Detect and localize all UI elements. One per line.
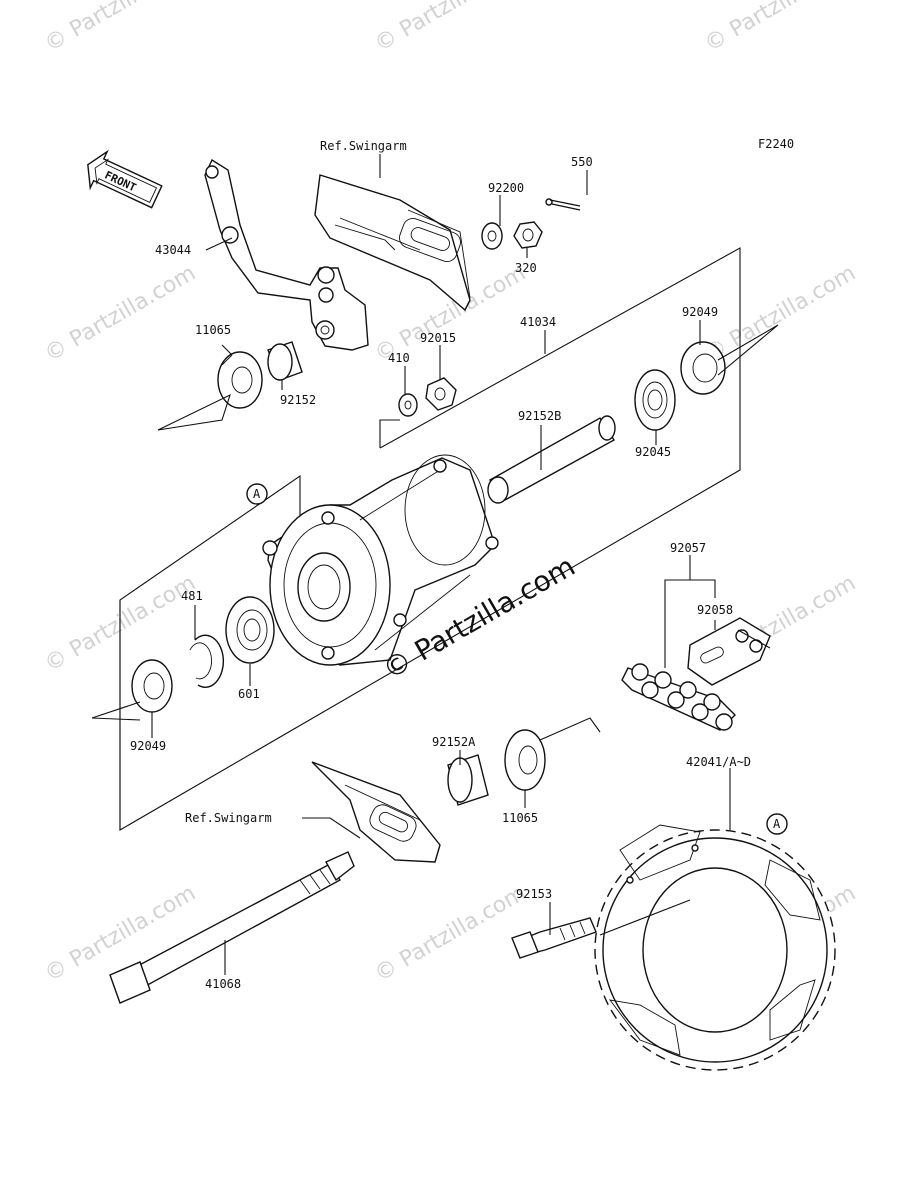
label-92045: 92045: [635, 445, 671, 459]
nut-92015: [425, 377, 457, 411]
collar-92152: [267, 341, 303, 381]
chain-92057: [621, 663, 736, 731]
master-link-92058: [687, 617, 771, 686]
watermark: © Partzilla.com: [41, 0, 201, 57]
rear-hub-41034: [262, 454, 499, 666]
dust-seal-11065-top: [217, 351, 263, 409]
spacer-92152B: [487, 415, 616, 504]
label-92049-bottom: 92049: [130, 739, 166, 753]
label-601: 601: [238, 687, 260, 701]
sprocket-42041: [594, 824, 836, 1071]
label-ref-swingarm-bottom: Ref.Swingarm: [185, 811, 272, 825]
marker-a-text: A: [773, 817, 781, 831]
watermark: © Partzilla.com: [701, 0, 861, 57]
dust-seal-11065-bottom: [504, 729, 546, 791]
label-92015: 92015: [420, 331, 456, 345]
label-92152A: 92152A: [432, 735, 476, 749]
label-11065-top: 11065: [195, 323, 231, 337]
watermark: © Partzilla.com: [41, 261, 201, 368]
cotter-pin-550: [545, 198, 581, 211]
part-labels: Ref.Swingarm 550 92200 320 43044 11065 9…: [130, 139, 751, 991]
label-481: 481: [181, 589, 203, 603]
label-11065-bottom: 11065: [502, 811, 538, 825]
label-92057: 92057: [670, 541, 706, 555]
assembly-outline: [119, 247, 741, 831]
label-92153: 92153: [516, 887, 552, 901]
marker-a-text: A: [253, 487, 261, 501]
label-ref-swingarm-top: Ref.Swingarm: [320, 139, 407, 153]
bolt-92153: [511, 917, 597, 959]
swingarm-bottom-ref: [311, 761, 441, 863]
bearing-92045: [634, 369, 676, 431]
label-320: 320: [515, 261, 537, 275]
label-92058: 92058: [697, 603, 733, 617]
label-92152: 92152: [280, 393, 316, 407]
label-92200: 92200: [488, 181, 524, 195]
oil-seal-92049-bottom: [131, 659, 173, 713]
washer-410: [398, 393, 418, 417]
watermark: © Partzilla.com: [371, 0, 531, 57]
circlip-481: [189, 634, 225, 688]
swingarm-top-ref: [314, 174, 471, 312]
figure-code: F2240: [758, 137, 794, 151]
nut-320: [513, 221, 543, 249]
label-43044: 43044: [155, 243, 191, 257]
label-41034: 41034: [520, 315, 556, 329]
torque-arm-43044: [204, 158, 369, 351]
oil-seal-92049-top: [680, 341, 726, 395]
watermark: © Partzilla.com: [701, 261, 861, 368]
label-550: 550: [571, 155, 593, 169]
label-410: 410: [388, 351, 410, 365]
label-41068: 41068: [205, 977, 241, 991]
label-92049-top: 92049: [682, 305, 718, 319]
leader-lines: [91, 154, 779, 975]
marker-a-sprocket: A: [766, 813, 788, 835]
marker-a-hub: A: [246, 483, 268, 505]
bearing-601: [225, 596, 275, 664]
front-arrow-icon: FRONT: [87, 149, 163, 209]
label-92152B: 92152B: [518, 409, 561, 423]
label-42041: 42041/A~D: [686, 755, 751, 769]
washer-92200: [481, 222, 503, 250]
collar-92152A: [447, 754, 489, 806]
axle-41068: [109, 851, 355, 1004]
watermark: © Partzilla.com: [371, 881, 531, 988]
